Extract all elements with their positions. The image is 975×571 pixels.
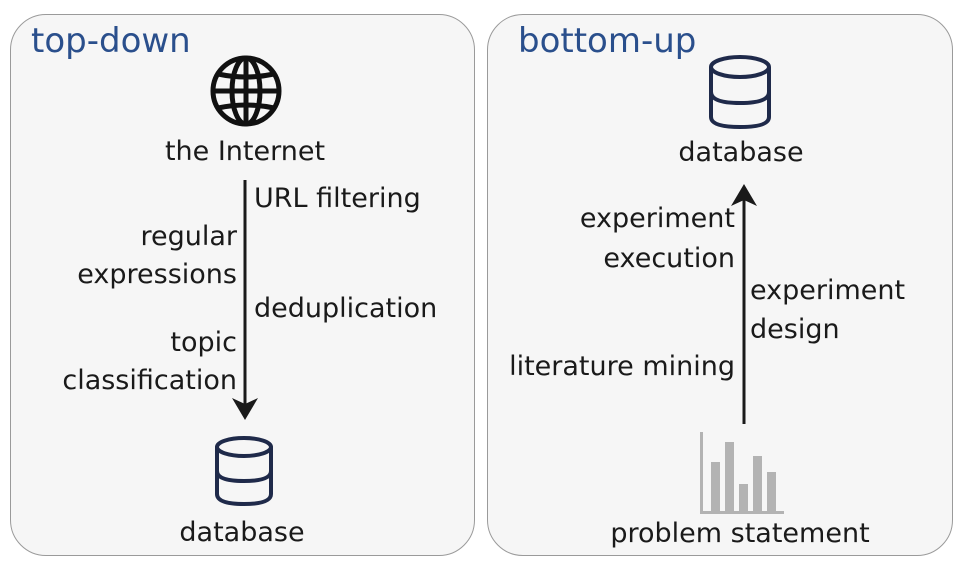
panel-title-top-down: top-down <box>31 21 191 61</box>
step-experiment-execution-line1: experiment <box>579 203 735 234</box>
step-regular-line2: expressions <box>77 259 237 290</box>
database-icon <box>709 55 771 130</box>
bar-chart-icon <box>700 432 784 514</box>
source-label-problem-statement: problem statement <box>610 518 870 549</box>
step-topic-line1: topic <box>170 327 237 358</box>
step-url-filtering: URL filtering <box>254 183 421 214</box>
step-experiment-design-line2: design <box>750 314 840 345</box>
step-experiment-design-line1: experiment <box>750 275 906 306</box>
target-label-database-left: database <box>179 517 305 548</box>
globe-icon <box>210 55 282 127</box>
flow-arrow-down <box>232 180 258 420</box>
step-literature-mining: literature mining <box>509 351 735 382</box>
database-icon <box>215 436 273 507</box>
step-topic-line2: classification <box>62 365 237 396</box>
panel-title-bottom-up: bottom-up <box>518 21 697 61</box>
step-regular-line1: regular <box>140 221 237 252</box>
step-experiment-execution-line2: execution <box>603 243 735 274</box>
target-label-database-right: database <box>678 137 804 168</box>
step-deduplication: deduplication <box>254 293 438 324</box>
flow-arrow-up <box>731 184 757 424</box>
source-label-internet: the Internet <box>164 136 326 167</box>
